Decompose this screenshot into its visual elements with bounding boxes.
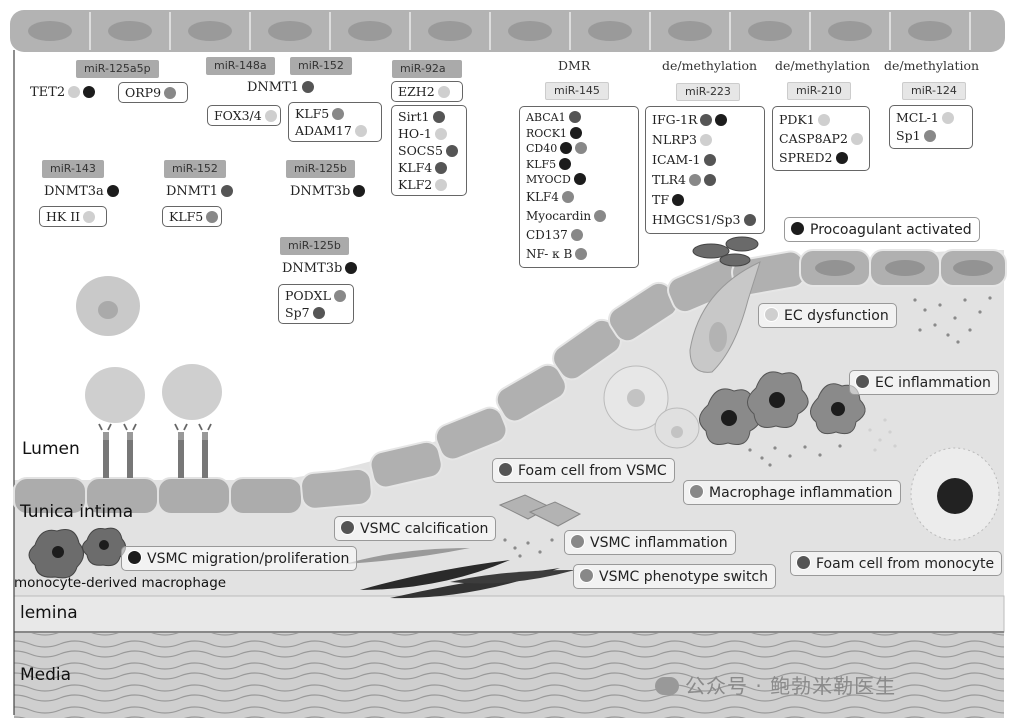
procoagulant-callout: Procoagulant activated — [784, 217, 980, 242]
klf5-adam17-box: KLF5 ADAM17 — [288, 102, 382, 142]
vsmc-inflammation-callout: VSMC inflammation — [564, 530, 736, 555]
mir145-target-box: ABCA1 ROCK1 CD40 KLF5 MYOCD KLF4 Myocard… — [519, 106, 639, 268]
particle-clusters — [503, 296, 992, 558]
vsmc-spindles — [345, 548, 575, 599]
mir92a-tag: miR-92a — [392, 60, 462, 78]
mir125a5p-tag: miR-125a5p — [76, 60, 159, 78]
mir223-tag: miR-223 — [676, 83, 740, 101]
mir210-header: de/methylation — [775, 58, 871, 73]
dnmt1-top-gene: DNMT1 — [247, 80, 315, 95]
mir210-tag: miR-210 — [787, 82, 851, 100]
mir152-top-tag: miR-152 — [290, 57, 352, 75]
tunica-intima-label: Tunica intima — [20, 502, 134, 522]
mir124-header: de/methylation — [884, 58, 980, 73]
dnmt3a-gene: DNMT3a — [44, 184, 119, 199]
lumen-monocytes — [76, 276, 222, 478]
plaque-cells — [603, 261, 1000, 541]
bottom-endothelium — [13, 477, 303, 515]
fox34-box: FOX3/4 — [207, 105, 281, 126]
top-endothelium — [10, 10, 1005, 52]
mir125b-b-tag: miR-125b — [280, 237, 349, 255]
plaque-endothelium — [300, 249, 1007, 510]
tet2-gene: TET2 — [30, 85, 96, 100]
wechat-icon — [655, 677, 679, 695]
dnmt3b-a-gene: DNMT3b — [290, 184, 366, 199]
vsmc-calcification-callout: VSMC calcification — [334, 516, 497, 541]
mir92a-target-box: Sirt1 HO-1 SOCS5 KLF4 KLF2 — [391, 105, 467, 196]
mir145-tag: miR-145 — [545, 82, 609, 100]
mir148a-tag: miR-148a — [206, 57, 275, 75]
klf5-mid-box: KLF5 — [162, 206, 222, 227]
dnmt3b-b-gene: DNMT3b — [282, 261, 358, 276]
mir125b-a-tag: miR-125b — [286, 160, 355, 178]
mir152-mid-tag: miR-152 — [164, 160, 226, 178]
mir210-target-box: PDK1 CASP8AP2 SPRED2 — [772, 106, 870, 171]
dnmt1-mid-gene: DNMT1 — [166, 184, 234, 199]
foam-vsmc-callout: Foam cell from VSMC — [492, 458, 675, 483]
lumen-label: Lumen — [22, 439, 80, 459]
mir143-tag: miR-143 — [42, 160, 104, 178]
mir223-header: de/methylation — [662, 58, 758, 73]
ec-inflammation-callout: EC inflammation — [849, 370, 999, 395]
mir124-tag: miR-124 — [902, 82, 966, 100]
blood-cells — [692, 236, 759, 267]
watermark: 公众号 · 鲍勃米勒医生 — [655, 670, 896, 699]
vsmc-foam-cells — [498, 494, 582, 527]
vsmc-migration-callout: VSMC migration/proliferation — [121, 546, 358, 571]
dmr-header: DMR — [558, 58, 591, 73]
vsmc-phenotype-callout: VSMC phenotype switch — [573, 564, 776, 589]
ec-dysfunction-callout: EC dysfunction — [758, 303, 897, 328]
orp9-box: ORP9 — [118, 82, 188, 103]
foam-monocyte-callout: Foam cell from monocyte — [790, 551, 1003, 576]
mir223-target-box: IFG-1R NLRP3 ICAM-1 TLR4 TF HMGCS1/Sp3 — [645, 106, 765, 234]
media-label: Media — [20, 665, 72, 685]
macrophage-inflammation-callout: Macrophage inflammation — [683, 480, 901, 505]
ezh2-box: EZH2 — [391, 81, 463, 102]
lemina-label: lemina — [20, 603, 78, 623]
monocyte-macrophage-label: monocyte-derived macrophage — [14, 575, 227, 591]
hk2-box: HK II — [39, 206, 107, 227]
mir124-target-box: MCL-1 Sp1 — [889, 105, 973, 149]
podxl-sp7-box: PODXL Sp7 — [278, 284, 354, 324]
